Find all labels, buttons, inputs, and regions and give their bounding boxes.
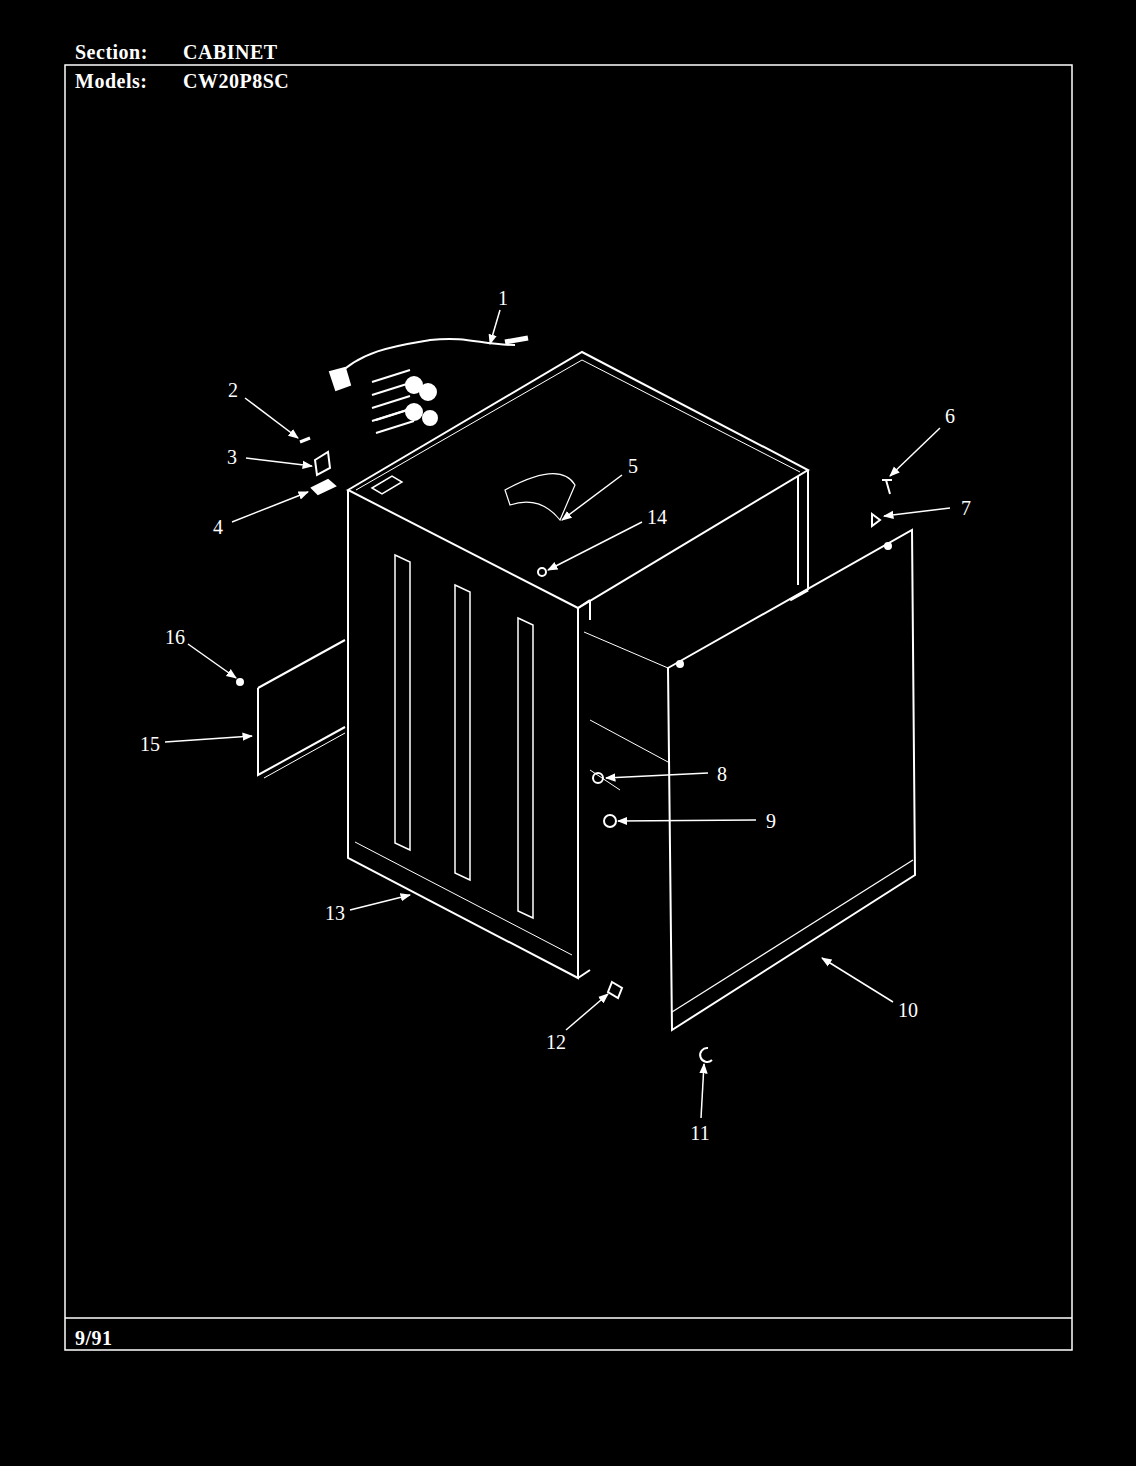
callout-number: 1 [498, 288, 508, 308]
header-text: CABINET [183, 42, 278, 62]
callout-number: 3 [227, 447, 237, 467]
callout-number: 4 [213, 517, 223, 537]
callout-number: 7 [961, 498, 971, 518]
header-text: Section: [75, 42, 148, 62]
callout-number: 2 [228, 380, 238, 400]
callout-number: 15 [140, 734, 160, 754]
callout-number: 9 [766, 811, 776, 831]
callout-number: 8 [717, 764, 727, 784]
callout-number: 14 [647, 507, 667, 527]
header-text: Models: [75, 71, 147, 91]
header-text: 9/91 [75, 1328, 113, 1348]
callout-number: 16 [165, 627, 185, 647]
callout-number: 13 [325, 903, 345, 923]
callout-number: 5 [628, 456, 638, 476]
callout-number: 11 [690, 1123, 709, 1143]
callout-number: 12 [546, 1032, 566, 1052]
header-text: CW20P8SC [183, 71, 289, 91]
callout-number: 10 [898, 1000, 918, 1020]
callout-number: 6 [945, 406, 955, 426]
